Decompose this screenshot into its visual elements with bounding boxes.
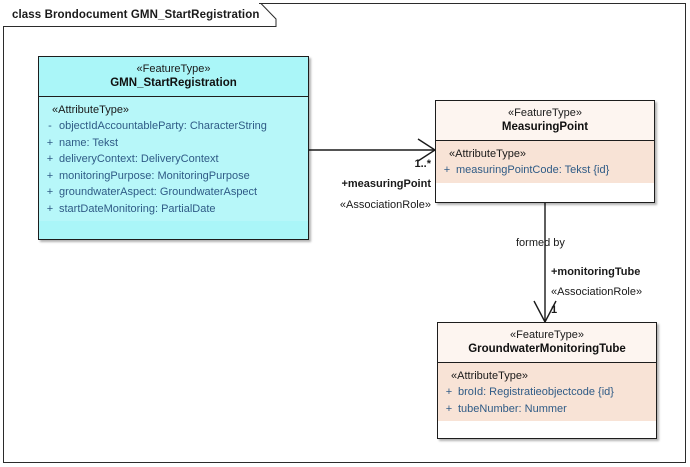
attribute-row: + startDateMonitoring: PartialDate [41,201,306,218]
attribute-visibility: - [48,120,52,132]
class-name: GroundwaterMonitoringTube [468,343,626,355]
attribute-text: groundwaterAspect: GroundwaterAspect [59,186,258,198]
class-stereotype: «FeatureType» [508,107,582,119]
attribute-row: + groundwaterAspect: GroundwaterAspect [41,184,306,201]
attribute-row: + monitoringPurpose: MonitoringPurpose [41,168,306,185]
class-attributes-measuring-point: «AttributeType» + measuringPointCode: Te… [436,141,654,183]
attribute-row: + broId: Registratieobjectcode {id} [440,384,654,401]
attribute-visibility: + [46,153,54,165]
attribute-stereotype: «AttributeType» [449,148,527,160]
association-role-monitoringtube: +monitoringTube [551,266,641,278]
diagram-frame [3,3,686,463]
attribute-text: name: Tekst [59,136,119,149]
association-name-formed-by: formed by [516,237,565,249]
attribute-text: tubeNumber: Nummer [458,402,567,415]
class-box-groundwater-monitoring-tube[interactable]: «FeatureType» GroundwaterMonitoringTube … [437,322,657,439]
attribute-text: measuringPointCode: Tekst {id} [456,164,610,176]
attribute-visibility: + [443,164,451,176]
class-stereotype: «FeatureType» [136,63,211,75]
attribute-text: monitoringPurpose: MonitoringPurpose [59,169,250,182]
attribute-stereotype: «AttributeType» [451,370,529,382]
diagram-title-tab: class Brondocument GMN_StartRegistration [3,3,260,26]
attribute-row: + name: Tekst [41,135,306,152]
attribute-row: - objectIdAccountableParty: CharacterStr… [41,118,306,135]
attribute-visibility: + [46,169,54,182]
class-attributes-groundwater-monitoring-tube: «AttributeType» + broId: Registratieobje… [438,363,656,421]
association-role-stereotype-measuringpoint: «AssociationRole» [339,199,431,211]
attribute-visibility: + [445,402,453,415]
class-header-groundwater-monitoring-tube: «FeatureType» GroundwaterMonitoringTube [438,323,656,363]
class-attributes-gmn-start-registration: «AttributeType» - objectIdAccountablePar… [39,97,308,221]
attribute-stereotype: «AttributeType» [52,104,130,116]
association-multiplicity-source: 1..* [414,158,431,170]
class-box-measuring-point[interactable]: «FeatureType» MeasuringPoint «AttributeT… [435,100,655,203]
attribute-text: deliveryContext: DeliveryContext [59,153,219,165]
attribute-visibility: + [46,136,54,149]
class-name: MeasuringPoint [501,121,589,133]
attribute-text: broId: Registratieobjectcode {id} [458,386,614,398]
attribute-visibility: + [46,202,54,215]
attribute-row: + measuringPointCode: Tekst {id} [438,162,652,179]
association-role-measuringpoint: +measuringPoint [341,178,431,190]
attribute-visibility: + [445,386,453,398]
diagram-title-label: class Brondocument GMN_StartRegistration [12,8,260,21]
class-box-gmn-start-registration[interactable]: «FeatureType» GMN_StartRegistration «Att… [38,56,309,240]
attribute-text: startDateMonitoring: PartialDate [59,202,216,215]
association-role-stereotype-monitoringtube: «AssociationRole» [551,286,643,298]
attribute-visibility: + [46,186,54,198]
class-stereotype: «FeatureType» [510,329,584,341]
class-header-gmn-start-registration: «FeatureType» GMN_StartRegistration [39,57,308,97]
attribute-row: + tubeNumber: Nummer [440,401,654,418]
attribute-row: + deliveryContext: DeliveryContext [41,151,306,168]
class-name: GMN_StartRegistration [110,77,237,89]
class-header-measuring-point: «FeatureType» MeasuringPoint [436,101,654,141]
association-multiplicity-target: 1 [551,304,558,316]
attribute-text: objectIdAccountableParty: CharacterStrin… [59,120,267,132]
